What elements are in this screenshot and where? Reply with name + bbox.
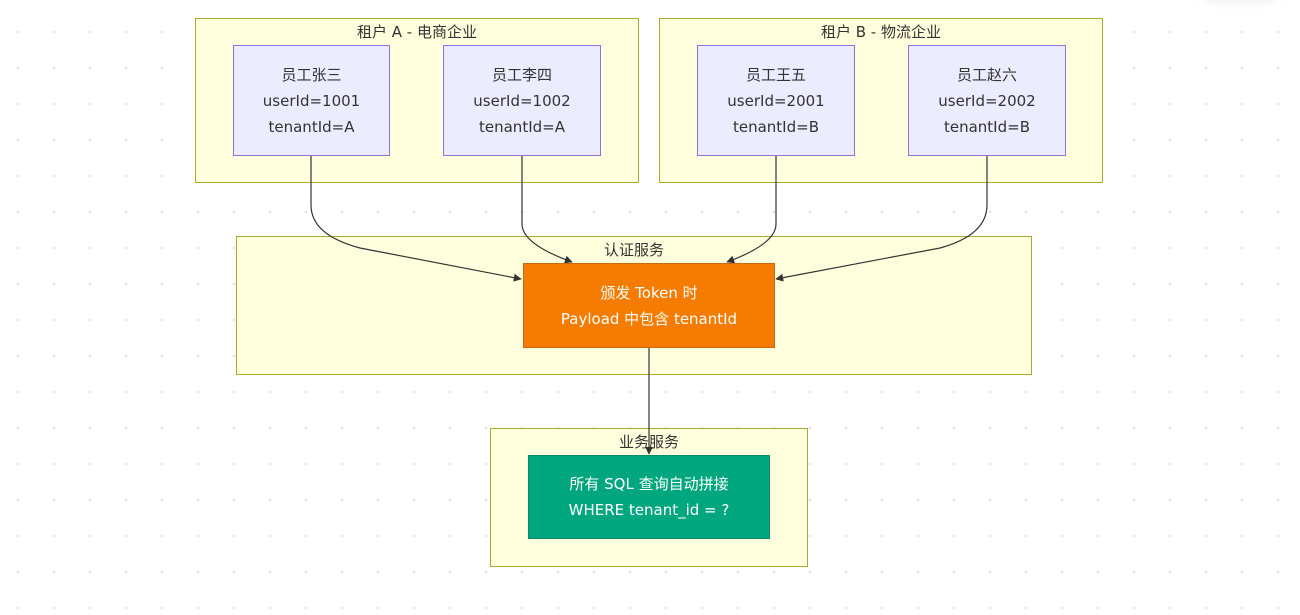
business-sql-line-2: WHERE tenant_id = ? <box>568 501 730 519</box>
employee-node-wangwu: 员工王五 userId=2001 tenantId=B <box>697 45 855 156</box>
employee-name: 员工张三 <box>281 65 342 84</box>
employee-user-id: userId=2002 <box>938 91 1036 110</box>
employee-tenant-id: tenantId=A <box>479 117 565 136</box>
employee-user-id: userId=1002 <box>473 91 571 110</box>
employee-node-lisi: 员工李四 userId=1002 tenantId=A <box>443 45 601 156</box>
employee-tenant-id: tenantId=B <box>943 117 1030 136</box>
employee-user-id: userId=2001 <box>727 91 825 110</box>
cluster-title-tenant-a: 租户 A - 电商企业 <box>357 23 477 41</box>
employee-node-zhangsan: 员工张三 userId=1001 tenantId=A <box>233 45 390 156</box>
auth-token-line-2: Payload 中包含 tenantId <box>560 309 738 328</box>
business-sql-line-1: 所有 SQL 查询自动拼接 <box>569 475 729 493</box>
auth-token-line-1: 颁发 Token 时 <box>600 283 698 302</box>
employee-user-id: userId=1001 <box>262 91 361 110</box>
business-sql-node: 所有 SQL 查询自动拼接 WHERE tenant_id = ? <box>528 455 770 539</box>
auth-token-node: 颁发 Token 时 Payload 中包含 tenantId <box>523 263 775 348</box>
cluster-title-business-service: 业务服务 <box>618 433 679 451</box>
employee-tenant-id: tenantId=B <box>732 117 819 136</box>
employee-tenant-id: tenantId=A <box>268 117 355 136</box>
employee-name: 员工李四 <box>491 65 552 84</box>
employee-name: 员工王五 <box>745 65 806 84</box>
cluster-title-auth-service: 认证服务 <box>603 241 664 259</box>
cluster-title-tenant-b: 租户 B - 物流企业 <box>820 23 941 41</box>
employee-name: 员工赵六 <box>956 65 1017 84</box>
corner-decoration <box>1195 0 1285 4</box>
employee-node-zhaoliu: 员工赵六 userId=2002 tenantId=B <box>908 45 1066 156</box>
